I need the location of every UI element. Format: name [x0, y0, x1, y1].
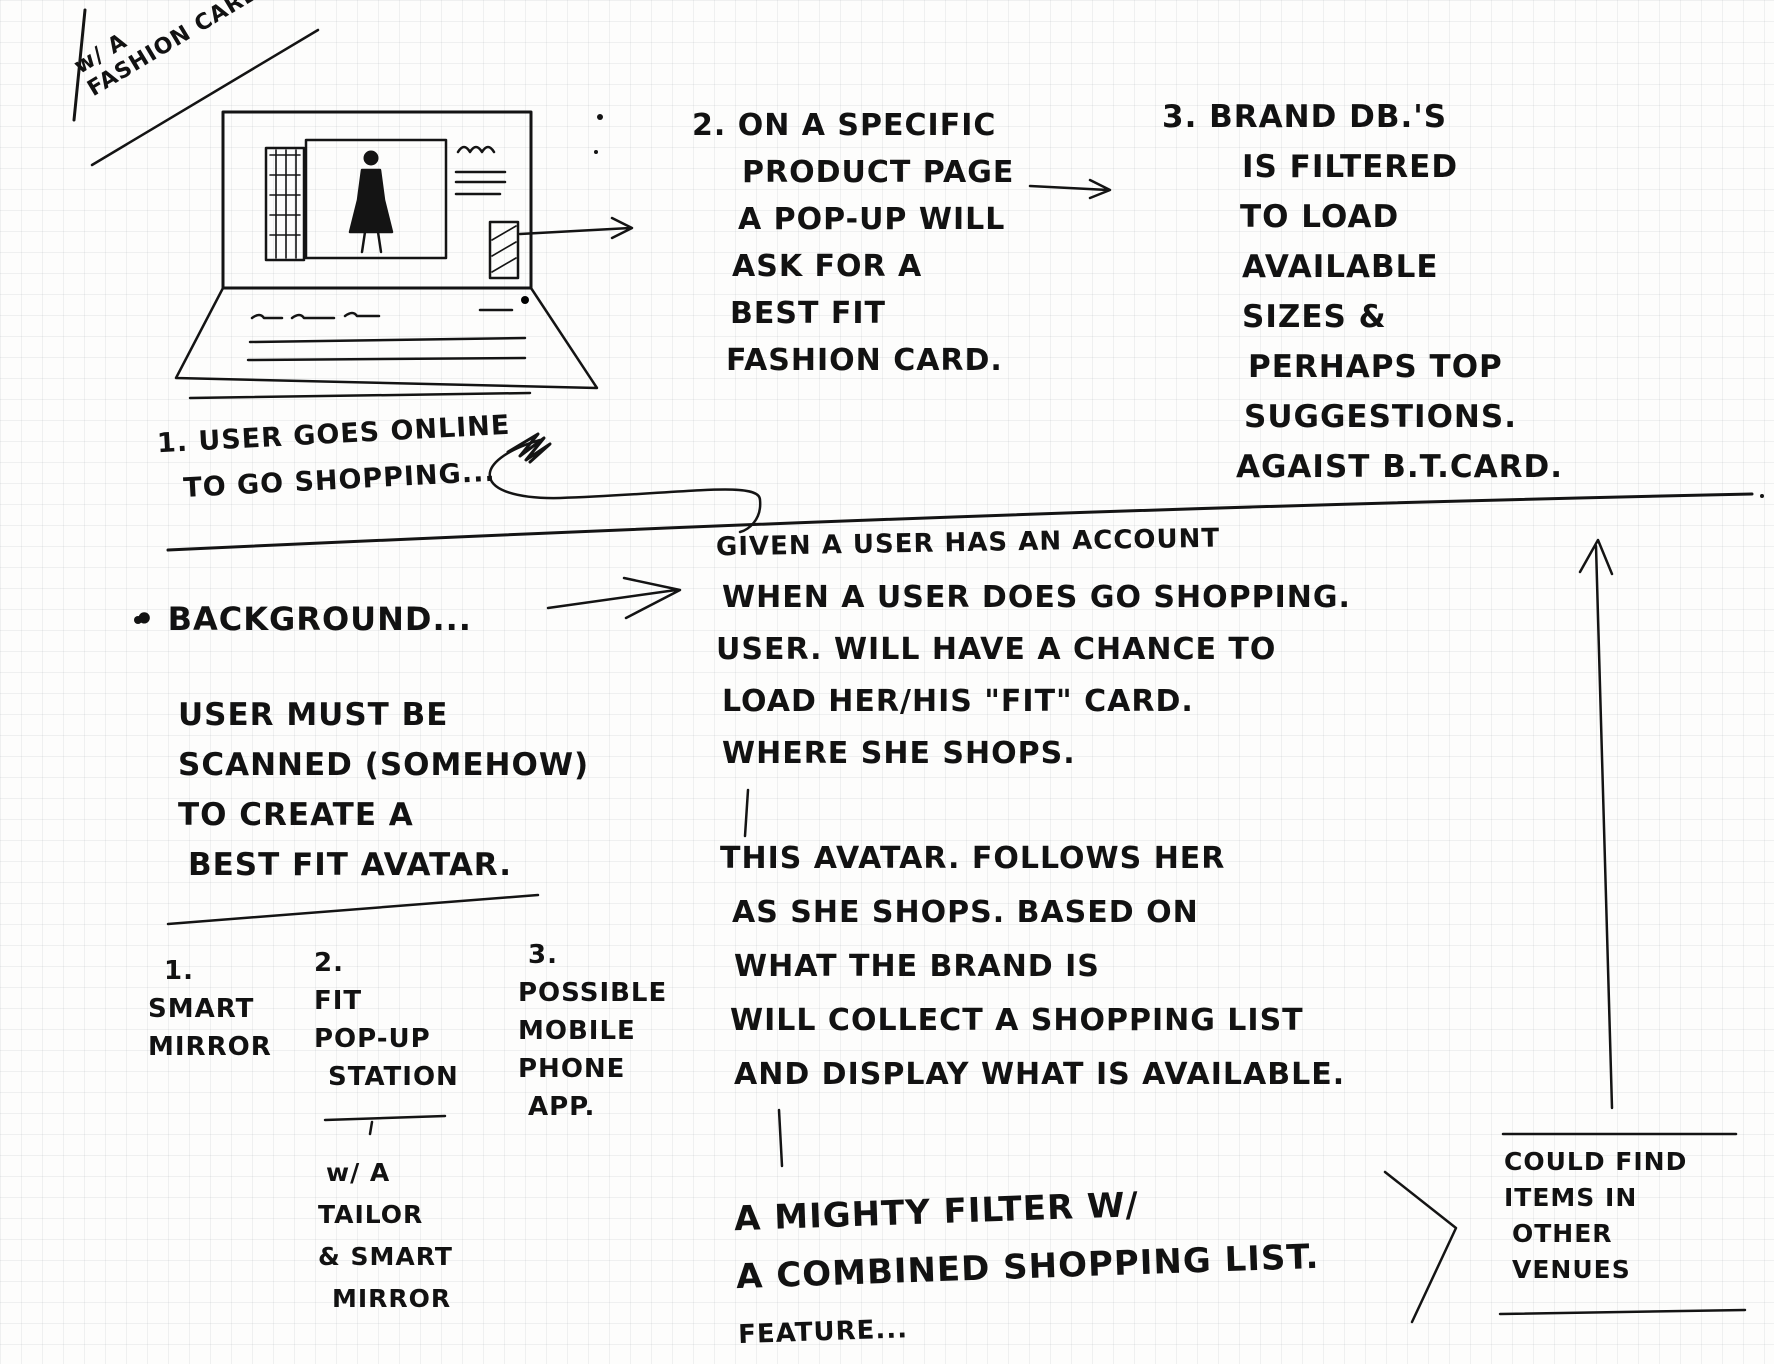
laptop-text-lines [454, 145, 507, 196]
step2-line: PRODUCT PAGE [742, 155, 1015, 190]
venues-line: VENUES [1512, 1255, 1631, 1284]
step1-underline [188, 391, 532, 400]
scenario-avatar-line: WILL COLLECT A SHOPPING LIST [730, 1003, 1304, 1038]
step3-line: TO LOAD [1240, 199, 1400, 235]
step3-text: 3. BRAND DB.'S IS FILTERED TO LOAD AVAIL… [1162, 92, 1563, 492]
option2-sub-line: MIRROR [332, 1284, 452, 1313]
option-number: 1. [164, 956, 194, 986]
laptop-trackpad-dot [521, 296, 529, 304]
scenario-avatar-line: WHAT THE BRAND IS [734, 949, 1100, 984]
option-line: FIT [314, 986, 363, 1016]
venues-line: ITEMS IN [1504, 1183, 1638, 1212]
background-heading: • BACKGROUND... [134, 600, 472, 638]
step2-line: ASK FOR A [732, 249, 923, 284]
laptop-keyboard-lines [246, 308, 527, 362]
background-line: SCANNED (SOMEHOW) [178, 747, 590, 783]
side-panel-hatching [269, 149, 301, 259]
laptop-sketch [174, 110, 599, 390]
scenario-connector-2 [777, 1108, 784, 1168]
dot-marker [1760, 494, 1764, 498]
option2-sub-line: w/ A [326, 1158, 391, 1187]
laptop-popup-box [488, 220, 520, 280]
option-line: APP. [528, 1092, 596, 1122]
dot-marker [594, 150, 598, 154]
laptop-side-panel [264, 146, 306, 262]
scenario-when: WHEN A USER DOES GO SHOPPING. USER. WILL… [716, 572, 1351, 780]
background-line: TO CREATE A [178, 797, 414, 833]
step3-line: AVAILABLE [1242, 249, 1439, 285]
arrow-filter-to-venues [1383, 1170, 1458, 1324]
step2-text: 2. ON A SPECIFIC PRODUCT PAGE A POP-UP W… [692, 102, 1014, 384]
scenario-when-line: WHEN A USER DOES GO SHOPPING. [722, 580, 1351, 615]
step2-line: A POP-UP WILL [738, 202, 1006, 237]
laptop-screen-outline [221, 110, 533, 290]
scenario-when-line: WHERE SHE SHOPS. [722, 736, 1076, 771]
scenario-avatar: THIS AVATAR. FOLLOWS HER AS SHE SHOPS. B… [720, 832, 1345, 1102]
dress-figure-icon [348, 150, 394, 254]
step3-line: SIZES & [1242, 299, 1387, 335]
paper-edge-line [72, 8, 87, 122]
laptop-base-outline [174, 286, 599, 390]
option2-sub-line: & SMART [318, 1242, 453, 1271]
step3-line: AGAIST B.T.CARD. [1236, 449, 1563, 485]
scenario-when-line: LOAD HER/HIS "FIT" CARD. [722, 684, 1194, 719]
venues-bottom-line [1498, 1308, 1747, 1316]
scenario-connector-1 [743, 788, 750, 838]
connector-loop [488, 438, 762, 534]
laptop-product-image [304, 138, 448, 260]
option-line: MIRROR [148, 1032, 272, 1062]
arrow-laptop-to-step2 [518, 216, 634, 240]
popup-hatching [491, 225, 517, 273]
step2-line: FASHION CARD. [726, 343, 1003, 378]
scenario-avatar-line: AND DISPLAY WHAT IS AVAILABLE. [734, 1057, 1346, 1092]
option-2: 2. FIT POP-UP STATION [314, 944, 459, 1096]
arrow-step2-to-step3 [1028, 178, 1112, 200]
section-divider [166, 492, 1754, 552]
venues-line: COULD FIND [1504, 1147, 1688, 1176]
step3-line: SUGGESTIONS. [1244, 399, 1517, 435]
option-line: POP-UP [314, 1024, 431, 1054]
scribble-mark [506, 432, 552, 464]
step3-line: 3. BRAND DB.'S [1162, 99, 1448, 135]
step2-line: BEST FIT [730, 296, 886, 331]
background-line: USER MUST BE [178, 697, 449, 733]
scenario-avatar-line: THIS AVATAR. FOLLOWS HER [720, 841, 1226, 876]
arrow-background-to-scenario [546, 576, 682, 620]
option-line: MOBILE [518, 1016, 636, 1046]
step3-line: IS FILTERED [1242, 149, 1459, 185]
option2-underline [323, 1114, 447, 1122]
option-number: 2. [314, 948, 344, 978]
arrow-up-to-divider [1578, 538, 1614, 1110]
step3-line: PERHAPS TOP [1248, 349, 1503, 385]
option-line: PHONE [518, 1054, 626, 1084]
option2-sub-line: TAILOR [318, 1200, 424, 1229]
step1-text: 1. USER GOES ONLINE TO GO SHOPPING... [156, 403, 514, 513]
venues-line: OTHER [1512, 1219, 1613, 1248]
option-line: STATION [328, 1062, 459, 1092]
background-underline [166, 893, 540, 926]
dot-marker [597, 114, 603, 120]
scenario-when-line: USER. WILL HAVE A CHANCE TO [716, 632, 1277, 667]
step2-line: 2. ON A SPECIFIC [692, 108, 997, 143]
option-line: SMART [148, 994, 255, 1024]
option-1: 1. SMART MIRROR [148, 952, 272, 1066]
venues-note: COULD FIND ITEMS IN OTHER VENUES [1504, 1144, 1687, 1288]
background-line: BEST FIT AVATAR. [188, 847, 513, 883]
option2-connector [368, 1120, 374, 1136]
option-line: POSSIBLE [518, 978, 668, 1008]
background-body: USER MUST BE SCANNED (SOMEHOW) TO CREATE… [178, 690, 589, 890]
scenario-avatar-line: AS SHE SHOPS. BASED ON [732, 895, 1199, 930]
scenario-filter: A MIGHTY FILTER W/ A COMBINED SHOPPING L… [733, 1170, 1322, 1364]
option2-sub: w/ A TAILOR & SMART MIRROR [318, 1152, 453, 1320]
dot-marker [134, 616, 142, 624]
corner-note-underline [90, 28, 320, 167]
option-3: 3. POSSIBLE MOBILE PHONE APP. [518, 936, 667, 1126]
option-number: 3. [528, 940, 558, 970]
